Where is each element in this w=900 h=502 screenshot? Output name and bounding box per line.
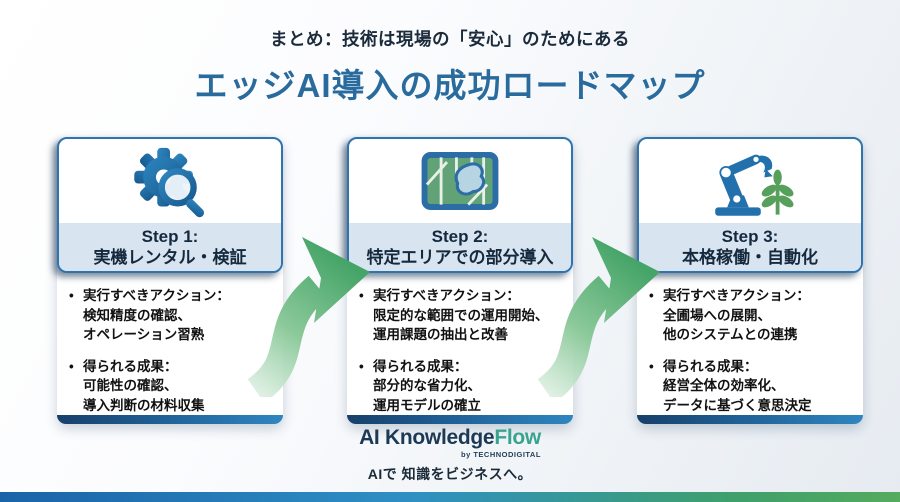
summary-subtitle: まとめ：技術は現場の「安心」のためにある [270,29,630,49]
robot-arm-plant-icon [715,154,794,216]
step2-icon-zone [349,139,571,223]
bullet-line: 実行すべきアクション： [663,288,810,303]
steps-row: Step 1: 実機レンタル・検証 • 実行すべきアクション： 検知精度の確認、… [0,137,900,427]
logo-text-accent: Flow [494,426,541,449]
step-card-3: Step 3: 本格稼働・自動化 • 実行すべきアクション： 全圃場への展開、 … [637,137,863,424]
bullet-line: 実行すべきアクション： [83,288,230,303]
step3-title-band: Step 3: 本格稼働・自動化 [639,223,861,271]
bullet-line: 導入判断の材料収集 [83,397,205,413]
step2-bullet-outcomes: • 得られる成果： 部分的な省力化、 運用モデルの確立 [359,357,561,416]
step2-label: Step 2: [431,226,489,246]
curved-right-arrow-icon [247,237,370,397]
step1-bullet-list: • 実行すべきアクション： 検知精度の確認、 オペレーション習熟 • 得られる成… [57,273,283,415]
bullet-dot: • [649,358,654,374]
bullet-dot: • [649,288,654,303]
logo-byline: by TECHNODIGITAL [460,450,541,459]
bullet-line: 実行すべきアクション： [373,288,520,303]
logo-text-dark: AI Knowledge [359,426,495,449]
bullet-line: 得られる成果： [373,358,468,374]
step1-label: Step 1: [141,226,199,246]
page-title: エッジAI導入の成功ロードマップ [194,67,706,104]
bullet-line: 部分的な省力化、 [373,378,481,394]
brand-logo: AI KnowledgeFlow by TECHNODIGITAL [359,427,541,459]
bullet-line: 全圃場への展開、 [663,307,771,323]
step2-bottom-strip [347,415,573,424]
bullet-dot: • [359,358,364,374]
bullet-line: オペレーション習熟 [83,327,205,343]
gear-magnifier-icon [134,147,205,218]
bullet-line: 検知精度の確認、 [83,307,191,323]
bullet-line: データに基づく意思決定 [663,397,812,413]
brand-tagline: AIで 知識をビジネスへ。 [367,466,533,482]
step1-bottom-strip [57,415,283,424]
bullet-dot: • [69,288,74,303]
bullet-line: 得られる成果： [83,358,178,374]
step3-bullet-actions: • 実行すべきアクション： 全圃場への展開、 他のシステムとの連携 [649,286,851,345]
step1-header-box: Step 1: 実機レンタル・検証 [57,137,283,273]
step3-bullet-outcomes: • 得られる成果： 経営全体の効率化、 データに基づく意思決定 [649,357,851,416]
step3-header-box: Step 3: 本格稼働・自動化 [637,137,863,273]
step3-icon-zone [639,139,861,223]
step-card-1: Step 1: 実機レンタル・検証 • 実行すべきアクション： 検知精度の確認、… [57,137,283,424]
step2-bullet-actions: • 実行すべきアクション： 限定的な範囲での運用開始、 運用課題の抽出と改善 [359,286,561,345]
step1-title: 実機レンタル・検証 [93,248,247,267]
step3-label: Step 3: [721,226,779,246]
bullet-line: 運用課題の抽出と改善 [373,327,508,343]
bullet-line: 得られる成果： [663,358,758,374]
step1-bullet-outcomes: • 得られる成果： 可能性の確認、 導入判断の材料収集 [69,357,271,416]
step3-bullet-list: • 実行すべきアクション： 全圃場への展開、 他のシステムとの連携 • 得られる… [637,273,863,415]
footer: AI KnowledgeFlow by TECHNODIGITAL AIで 知識… [0,427,900,502]
bullet-line: 限定的な範囲での運用開始、 [373,307,549,323]
bullet-dot: • [69,358,74,374]
map-area-icon [421,152,499,210]
step2-title: 特定エリアでの部分導入 [366,248,554,267]
step2-bullet-list: • 実行すべきアクション： 限定的な範囲での運用開始、 運用課題の抽出と改善 •… [347,273,573,415]
bullet-line: 経営全体の効率化、 [663,378,785,394]
bullet-line: 可能性の確認、 [83,378,178,394]
bottom-gradient-bar [0,492,900,502]
bullet-line: 他のシステムとの連携 [663,327,798,343]
step2-header-box: Step 2: 特定エリアでの部分導入 [347,137,573,273]
header: まとめ：技術は現場の「安心」のためにある エッジAI導入の成功ロードマップ [0,0,900,107]
step1-bullet-actions: • 実行すべきアクション： 検知精度の確認、 オペレーション習熟 [69,286,271,345]
curved-right-arrow-icon [537,237,660,397]
step2-title-band: Step 2: 特定エリアでの部分導入 [349,223,571,271]
bullet-dot: • [359,288,364,303]
step-card-2: Step 2: 特定エリアでの部分導入 • 実行すべきアクション： 限定的な範囲… [347,137,573,424]
step3-title: 本格稼働・自動化 [682,248,818,267]
step1-icon-zone [59,139,281,223]
step1-title-band: Step 1: 実機レンタル・検証 [59,223,281,271]
bullet-line: 運用モデルの確立 [373,397,481,413]
step3-bottom-strip [637,415,863,424]
